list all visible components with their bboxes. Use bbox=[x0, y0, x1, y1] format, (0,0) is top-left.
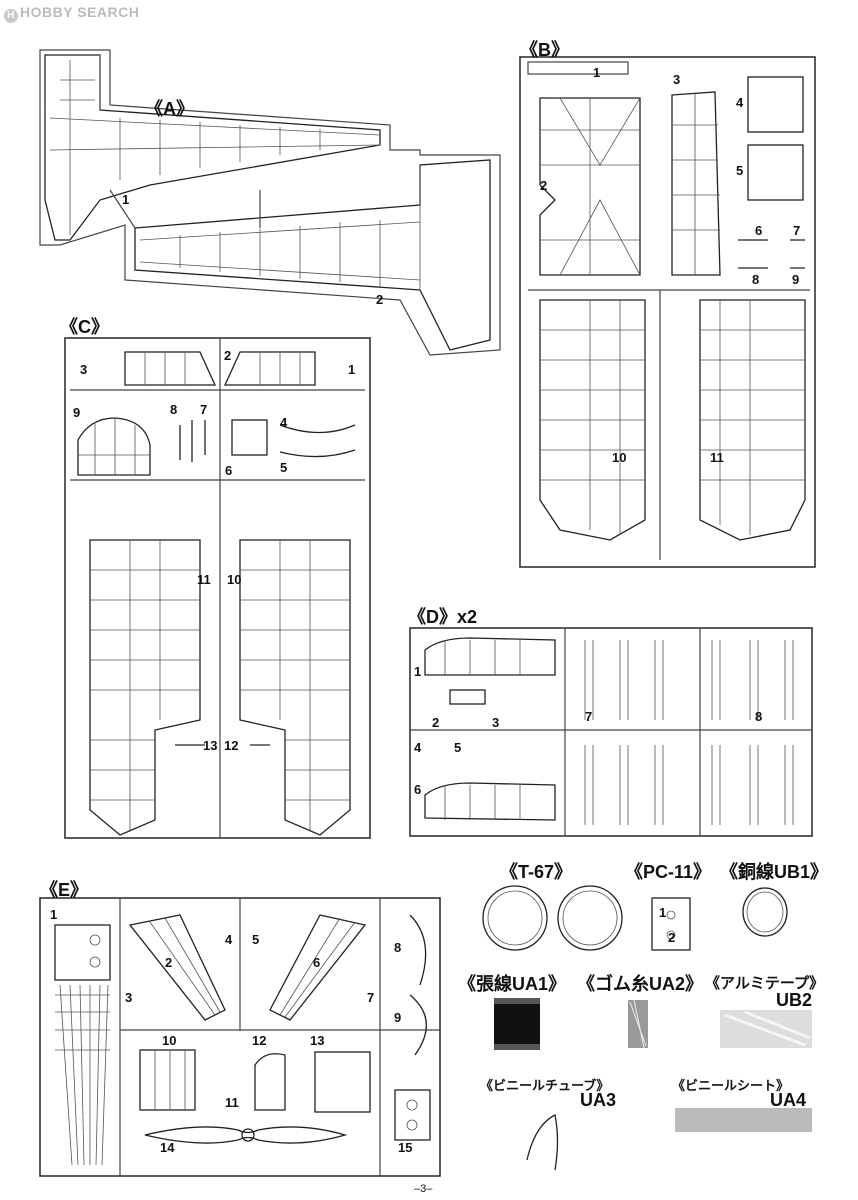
vinyl-sheet-label: 《ビニールシート》 bbox=[672, 1078, 790, 1093]
sprue-c-part-1: 1 bbox=[348, 362, 356, 377]
sprue-c-part-2: 2 bbox=[224, 348, 232, 363]
pc11-part-1: 1 bbox=[659, 905, 667, 920]
sprue-b-part-4: 4 bbox=[736, 95, 744, 110]
sprue-e-part-15: 15 bbox=[398, 1140, 413, 1155]
sprue-e-part-12: 12 bbox=[252, 1033, 267, 1048]
sprue-c-label: 《C》 bbox=[60, 317, 109, 337]
sprue-e-part-14: 14 bbox=[160, 1140, 175, 1155]
copper-wire-label: 《銅線UB1》 bbox=[720, 862, 829, 882]
sprue-d-part-1: 1 bbox=[414, 664, 422, 679]
sprue-d-part-6: 6 bbox=[414, 782, 422, 797]
sprue-a-part-2: 2 bbox=[376, 292, 384, 307]
hobby-search-logo-icon: H bbox=[4, 9, 18, 23]
sprue-e-label: 《E》 bbox=[40, 880, 89, 900]
sprue-e-part-4: 4 bbox=[225, 932, 233, 947]
sprue-b-part-7: 7 bbox=[793, 223, 801, 238]
sprue-c-part-3: 3 bbox=[80, 362, 88, 377]
sprue-b-part-11: 11 bbox=[710, 450, 724, 465]
sprue-e-part-13: 13 bbox=[310, 1033, 325, 1048]
rubber-thread-label: 《ゴム糸UA2》 bbox=[577, 974, 704, 994]
sprue-d-part-8: 8 bbox=[755, 709, 763, 724]
sprue-b-part-5: 5 bbox=[736, 163, 744, 178]
t67-label: 《T-67》 bbox=[500, 862, 573, 882]
sprue-c-part-12: 12 bbox=[224, 738, 239, 753]
watermark-brand: HOBBY SEARCH bbox=[20, 4, 140, 20]
sprue-b-drawing bbox=[519, 56, 816, 568]
sprue-a-part-1: 1 bbox=[122, 192, 130, 207]
sprue-b-part-3: 3 bbox=[673, 72, 681, 87]
sprue-d-part-4: 4 bbox=[414, 740, 422, 755]
sprue-c-part-8: 8 bbox=[170, 402, 178, 417]
sprue-c-part-10: 10 bbox=[227, 572, 242, 587]
pc11-label: 《PC-11》 bbox=[625, 862, 712, 882]
sprue-d-part-5: 5 bbox=[454, 740, 462, 755]
sprue-b-part-2: 2 bbox=[540, 178, 548, 193]
sprue-e-part-9: 9 bbox=[394, 1010, 402, 1025]
sprue-c-part-13: 13 bbox=[203, 738, 218, 753]
sprue-b-part-10: 10 bbox=[612, 450, 627, 465]
vinyl-sheet-code: UA4 bbox=[770, 1090, 807, 1110]
vinyl-tube-code: UA3 bbox=[580, 1090, 617, 1110]
sprue-c-part-6: 6 bbox=[225, 463, 233, 478]
rigging-thread-label: 《張線UA1》 bbox=[458, 974, 567, 994]
sprue-c-drawing bbox=[64, 337, 371, 839]
sprue-d-part-2: 2 bbox=[432, 715, 440, 730]
sprue-e-part-5: 5 bbox=[252, 932, 260, 947]
sprue-b-part-6: 6 bbox=[755, 223, 763, 238]
sprue-d-part-3: 3 bbox=[492, 715, 500, 730]
accessories-drawing bbox=[482, 885, 812, 1171]
sprue-b-part-9: 9 bbox=[792, 272, 800, 287]
sprue-d-drawing bbox=[409, 627, 813, 837]
page-number: –3– bbox=[414, 1183, 433, 1195]
sprue-c-part-4: 4 bbox=[280, 415, 288, 430]
aluminum-tape-label: 《アルミテープ》 bbox=[705, 975, 824, 992]
sprue-e-part-3: 3 bbox=[125, 990, 133, 1005]
sprue-e-part-6: 6 bbox=[313, 955, 321, 970]
sprue-c-part-5: 5 bbox=[280, 460, 288, 475]
sprue-e-part-2: 2 bbox=[165, 955, 173, 970]
sprue-b-label: 《B》 bbox=[520, 40, 569, 60]
aluminum-tape-code: UB2 bbox=[776, 990, 813, 1010]
sprue-c-part-9: 9 bbox=[73, 405, 81, 420]
sprue-d-part-7: 7 bbox=[585, 709, 593, 724]
sprue-e-part-1: 1 bbox=[50, 907, 58, 922]
sprue-d-label: 《D》x2 bbox=[408, 607, 478, 627]
sprue-c-part-11: 11 bbox=[197, 572, 211, 587]
sprue-a-label: 《A》 bbox=[145, 99, 194, 119]
vinyl-tube-label: 《ビニールチューブ》 bbox=[480, 1078, 610, 1093]
sprue-e-part-7: 7 bbox=[367, 990, 375, 1005]
pc11-part-2: 2 bbox=[668, 930, 676, 945]
sprue-c-part-7: 7 bbox=[200, 402, 208, 417]
sprue-e-part-8: 8 bbox=[394, 940, 402, 955]
sprue-e-drawing bbox=[39, 897, 441, 1177]
sprue-b-part-1: 1 bbox=[593, 65, 601, 80]
sprue-a-drawing bbox=[39, 49, 501, 356]
sprue-e-part-10: 10 bbox=[162, 1033, 177, 1048]
sprue-b-part-8: 8 bbox=[752, 272, 760, 287]
sprue-e-part-11: 11 bbox=[225, 1095, 239, 1110]
